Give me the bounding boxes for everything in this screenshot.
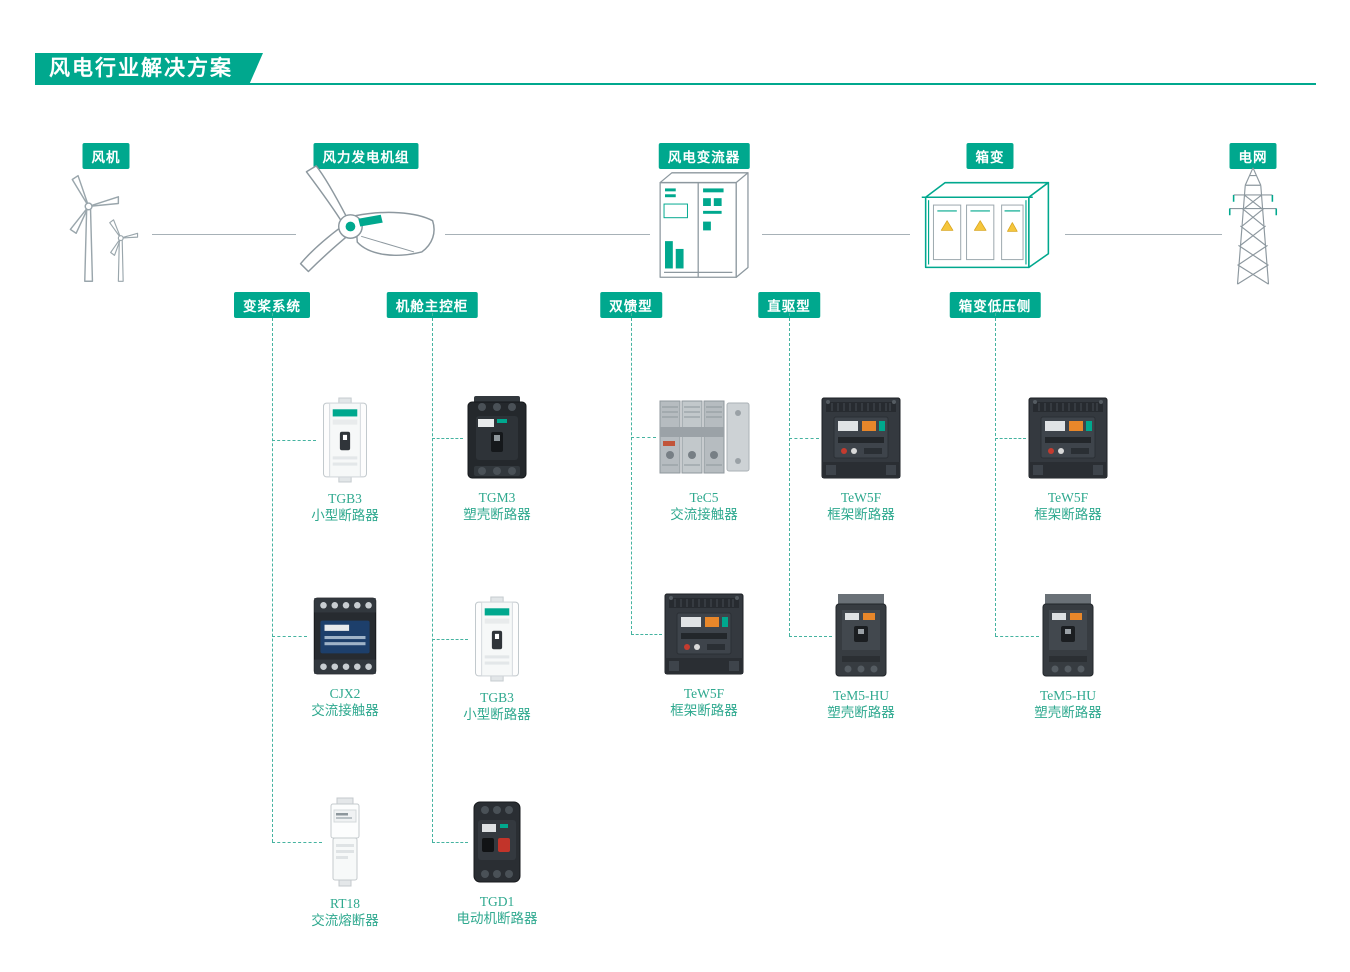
dashed-connector-branch (789, 438, 819, 439)
product-model: TeM5-HU (1039, 688, 1097, 703)
product-model: TeW5F (840, 490, 882, 505)
box-substation-icon (920, 181, 1050, 269)
product-model: TeW5F (683, 686, 725, 701)
dashed-connector-branch (631, 634, 662, 635)
product-tgb3-pitch: TGB3 小型断路器 (265, 397, 425, 525)
page-title: 风电行业解决方案 (35, 53, 263, 85)
dashed-connector-vertical (789, 313, 790, 636)
flow-connector-segment (762, 234, 910, 235)
product-model: TGD1 (479, 894, 515, 909)
nacelle-icon (299, 165, 435, 273)
product-model: TeW5F (1047, 490, 1089, 505)
product-tem5hu-box-lv: TeM5-HU 塑壳断路器 (988, 592, 1148, 722)
product-name: 交流接触器 (670, 507, 738, 523)
miniature-circuit-breaker-icon (322, 397, 368, 483)
product-model: RT18 (330, 896, 360, 911)
product-rt18: RT18 交流熔断器 (265, 796, 425, 930)
flow-connector-segment (152, 234, 296, 235)
station-label-converter: 风电变流器 (658, 143, 750, 169)
air-circuit-breaker-icon (821, 397, 901, 479)
product-name: 交流熔断器 (311, 913, 379, 929)
converter-cabinet-icon (659, 172, 749, 278)
product-model: TGB3 (480, 690, 514, 705)
station-label-grid: 电网 (1229, 143, 1277, 169)
flow-connector-segment (1065, 234, 1222, 235)
dashed-connector-branch (631, 437, 656, 438)
dashed-connector-vertical (272, 313, 273, 842)
product-name: 框架断路器 (827, 507, 895, 523)
product-model: TGB3 (328, 491, 362, 506)
molded-case-breaker-hu-icon (1042, 593, 1094, 677)
motor-breaker-icon (473, 801, 521, 883)
product-name: 框架断路器 (1034, 507, 1102, 523)
dashed-connector-branch (995, 438, 1026, 439)
station-label-box-transformer: 箱变 (966, 143, 1014, 169)
product-model: CJX2 (329, 686, 361, 701)
wind-turbine-icon (69, 174, 139, 282)
air-circuit-breaker-icon (664, 593, 744, 675)
product-model: TeM5-HU (832, 688, 890, 703)
product-name: 塑壳断路器 (463, 507, 531, 523)
dashed-connector-branch (789, 636, 832, 637)
product-name: 小型断路器 (463, 707, 531, 723)
product-tem5hu-direct-drive: TeM5-HU 塑壳断路器 (781, 592, 941, 722)
product-tgb3-nacelle: TGB3 小型断路器 (417, 596, 577, 724)
dashed-connector-vertical (432, 313, 433, 842)
product-tgm3: TGM3 塑壳断路器 (417, 394, 577, 524)
dashed-connector-branch (995, 636, 1039, 637)
product-name: 框架断路器 (670, 703, 738, 719)
product-cjx2: CJX2 交流接触器 (265, 594, 425, 720)
product-name: 小型断路器 (311, 508, 379, 524)
station-label-generator-set: 风力发电机组 (313, 143, 419, 169)
category-label-direct-drive: 直驱型 (758, 292, 820, 318)
product-tew5f-direct-drive: TeW5F 框架断路器 (781, 394, 941, 524)
dashed-connector-branch (272, 440, 316, 441)
miniature-circuit-breaker-icon (474, 596, 520, 682)
station-label-fan: 风机 (82, 143, 130, 169)
dashed-connector-vertical (995, 313, 996, 636)
product-tec5: TeC5 交流接触器 (624, 392, 784, 524)
ac-contactor-dark-icon (313, 597, 377, 675)
product-name: 电动机断路器 (456, 911, 538, 927)
dashed-connector-branch (272, 842, 322, 843)
molded-case-breaker-icon (467, 395, 527, 479)
dashed-connector-branch (432, 639, 468, 640)
dashed-connector-vertical (631, 313, 632, 634)
molded-case-breaker-hu-icon (835, 593, 887, 677)
flow-connector-segment (445, 234, 650, 235)
product-tew5f-box-lv: TeW5F 框架断路器 (988, 394, 1148, 524)
ac-fuse-icon (330, 797, 360, 887)
transmission-tower-icon (1228, 167, 1278, 285)
dashed-connector-branch (432, 438, 463, 439)
product-tgd1: TGD1 电动机断路器 (417, 798, 577, 928)
product-name: 塑壳断路器 (1034, 705, 1102, 721)
product-model: TGM3 (478, 490, 516, 505)
dashed-connector-branch (272, 636, 307, 637)
title-underline (35, 83, 1316, 85)
ac-contactor-gray-icon (659, 400, 750, 474)
product-tew5f-doubly-fed: TeW5F 框架断路器 (624, 590, 784, 720)
product-name: 交流接触器 (311, 703, 379, 719)
product-model: TeC5 (689, 490, 719, 505)
dashed-connector-branch (432, 842, 468, 843)
product-name: 塑壳断路器 (827, 705, 895, 721)
air-circuit-breaker-icon (1028, 397, 1108, 479)
